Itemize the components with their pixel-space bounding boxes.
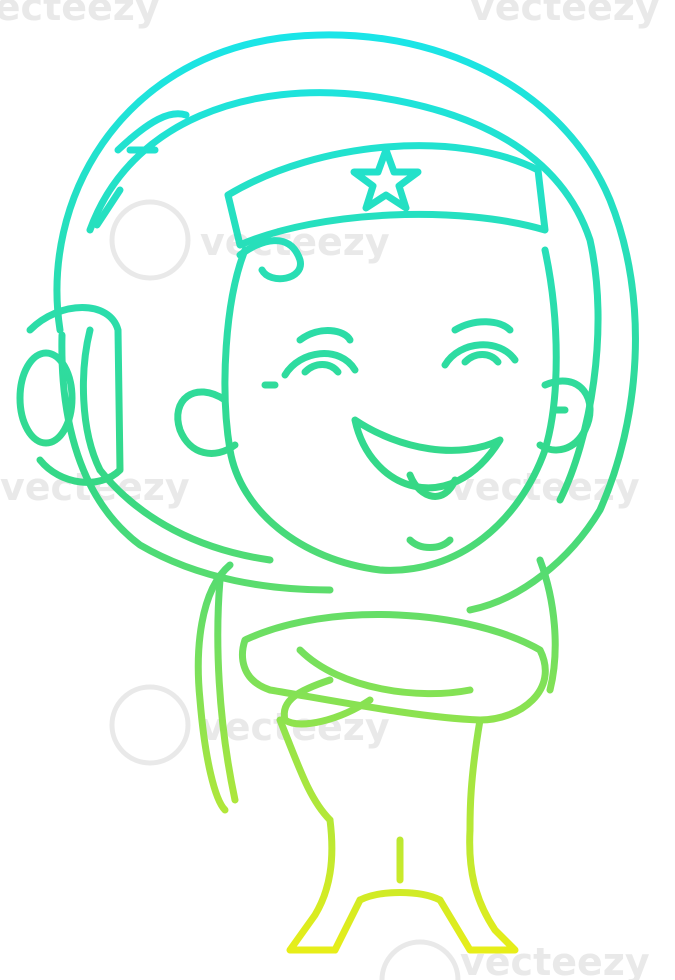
- legs: [286, 816, 519, 954]
- helmet: [53, 31, 639, 614]
- star-icon: [350, 146, 422, 212]
- watermark-text: vecteezy: [0, 0, 160, 29]
- mouth: [351, 416, 504, 492]
- face: [174, 237, 594, 574]
- crossed-arms: [239, 611, 549, 724]
- right-eye: [441, 341, 519, 369]
- watermark-logo: [109, 199, 461, 980]
- watermark-text: vecteezy: [470, 0, 660, 29]
- body: [194, 556, 559, 834]
- watermark-text: vecteezy: [460, 940, 650, 980]
- ear-piece: [16, 304, 124, 486]
- headband: [224, 142, 549, 249]
- left-eye: [281, 350, 359, 379]
